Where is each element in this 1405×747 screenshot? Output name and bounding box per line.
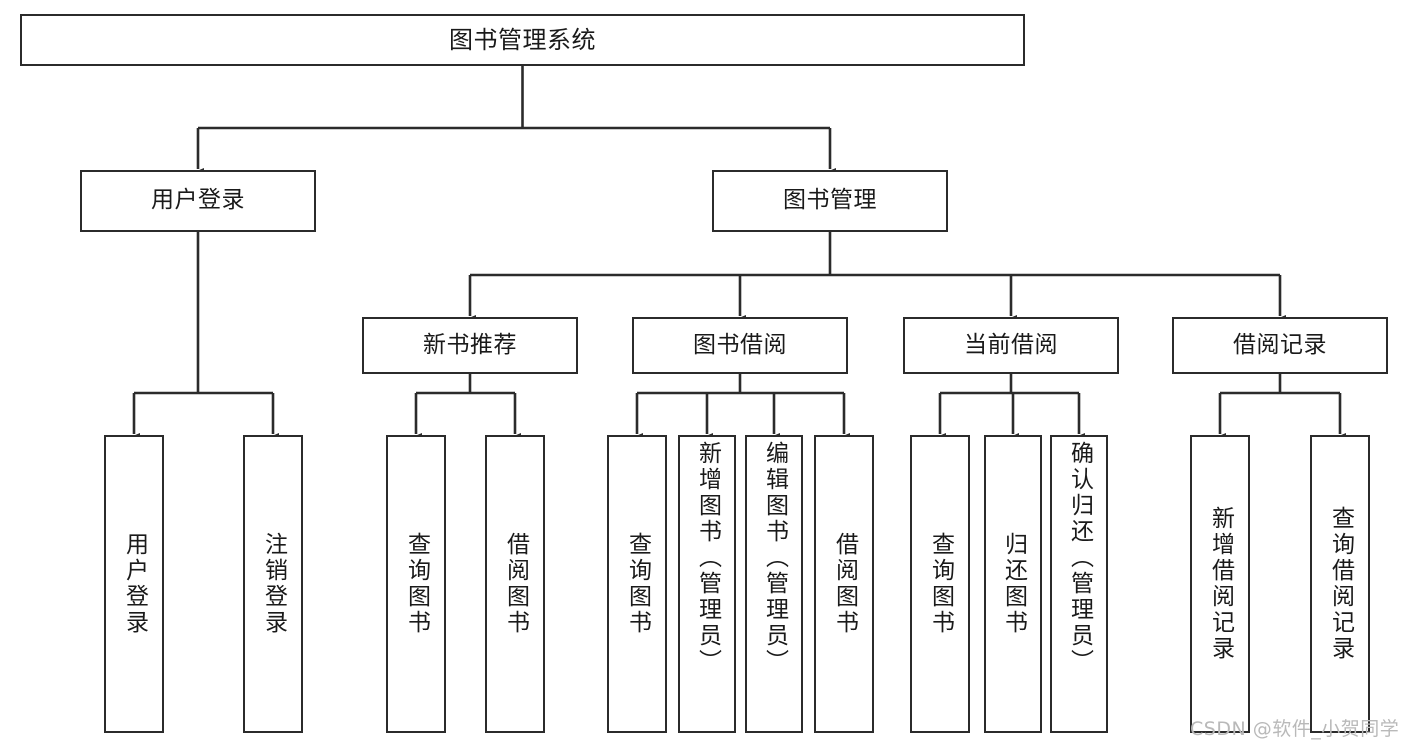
node-label: 查询图书 <box>927 532 954 636</box>
node-leaf-query-record: 查询借阅记录 <box>1310 435 1370 733</box>
node-label: 注销登录 <box>260 532 287 636</box>
node-label: 借阅图书 <box>831 532 858 636</box>
node-leaf-query-book-1: 查询图书 <box>386 435 446 733</box>
node-new-book-rec: 新书推荐 <box>362 317 578 374</box>
node-leaf-borrow-book-2: 借阅图书 <box>814 435 874 733</box>
node-label: 图书管理系统 <box>449 25 596 54</box>
node-label: 用户登录 <box>151 187 245 214</box>
node-leaf-user-logout: 注销登录 <box>243 435 303 733</box>
node-leaf-user-login: 用户登录 <box>104 435 164 733</box>
node-label: 借阅图书 <box>502 532 529 636</box>
node-book-manage: 图书管理 <box>712 170 948 232</box>
node-current-borrow: 当前借阅 <box>903 317 1119 374</box>
node-leaf-query-book-3: 查询图书 <box>910 435 970 733</box>
node-root: 图书管理系统 <box>20 14 1025 66</box>
node-label: 当前借阅 <box>964 331 1058 358</box>
node-leaf-edit-book: 编辑图书（管理员） <box>745 435 803 733</box>
node-book-borrow: 图书借阅 <box>632 317 848 374</box>
node-leaf-confirm-ret: 确认归还（管理员） <box>1050 435 1108 733</box>
node-label: 借阅记录 <box>1233 331 1327 358</box>
node-label: 图书借阅 <box>693 331 787 358</box>
node-label: 图书管理 <box>783 187 877 214</box>
node-label: 查询图书 <box>624 532 651 636</box>
node-label: 查询借阅记录 <box>1327 506 1354 662</box>
node-leaf-add-record: 新增借阅记录 <box>1190 435 1250 733</box>
node-label: 查询图书 <box>403 532 430 636</box>
node-label: 确认归还（管理员） <box>1066 441 1093 675</box>
node-user-login: 用户登录 <box>80 170 316 232</box>
node-label: 归还图书 <box>1000 532 1027 636</box>
node-leaf-add-book: 新增图书（管理员） <box>678 435 736 733</box>
node-label: 编辑图书（管理员） <box>761 441 788 675</box>
node-leaf-return-book: 归还图书 <box>984 435 1042 733</box>
node-borrow-record: 借阅记录 <box>1172 317 1388 374</box>
node-label: 新增借阅记录 <box>1207 506 1234 662</box>
node-label: 用户登录 <box>121 532 148 636</box>
node-leaf-borrow-book-1: 借阅图书 <box>485 435 545 733</box>
node-leaf-query-book-2: 查询图书 <box>607 435 667 733</box>
watermark-text: CSDN @软件_小贺同学 <box>1190 718 1400 740</box>
node-label: 新增图书（管理员） <box>694 441 721 675</box>
node-label: 新书推荐 <box>423 331 517 358</box>
